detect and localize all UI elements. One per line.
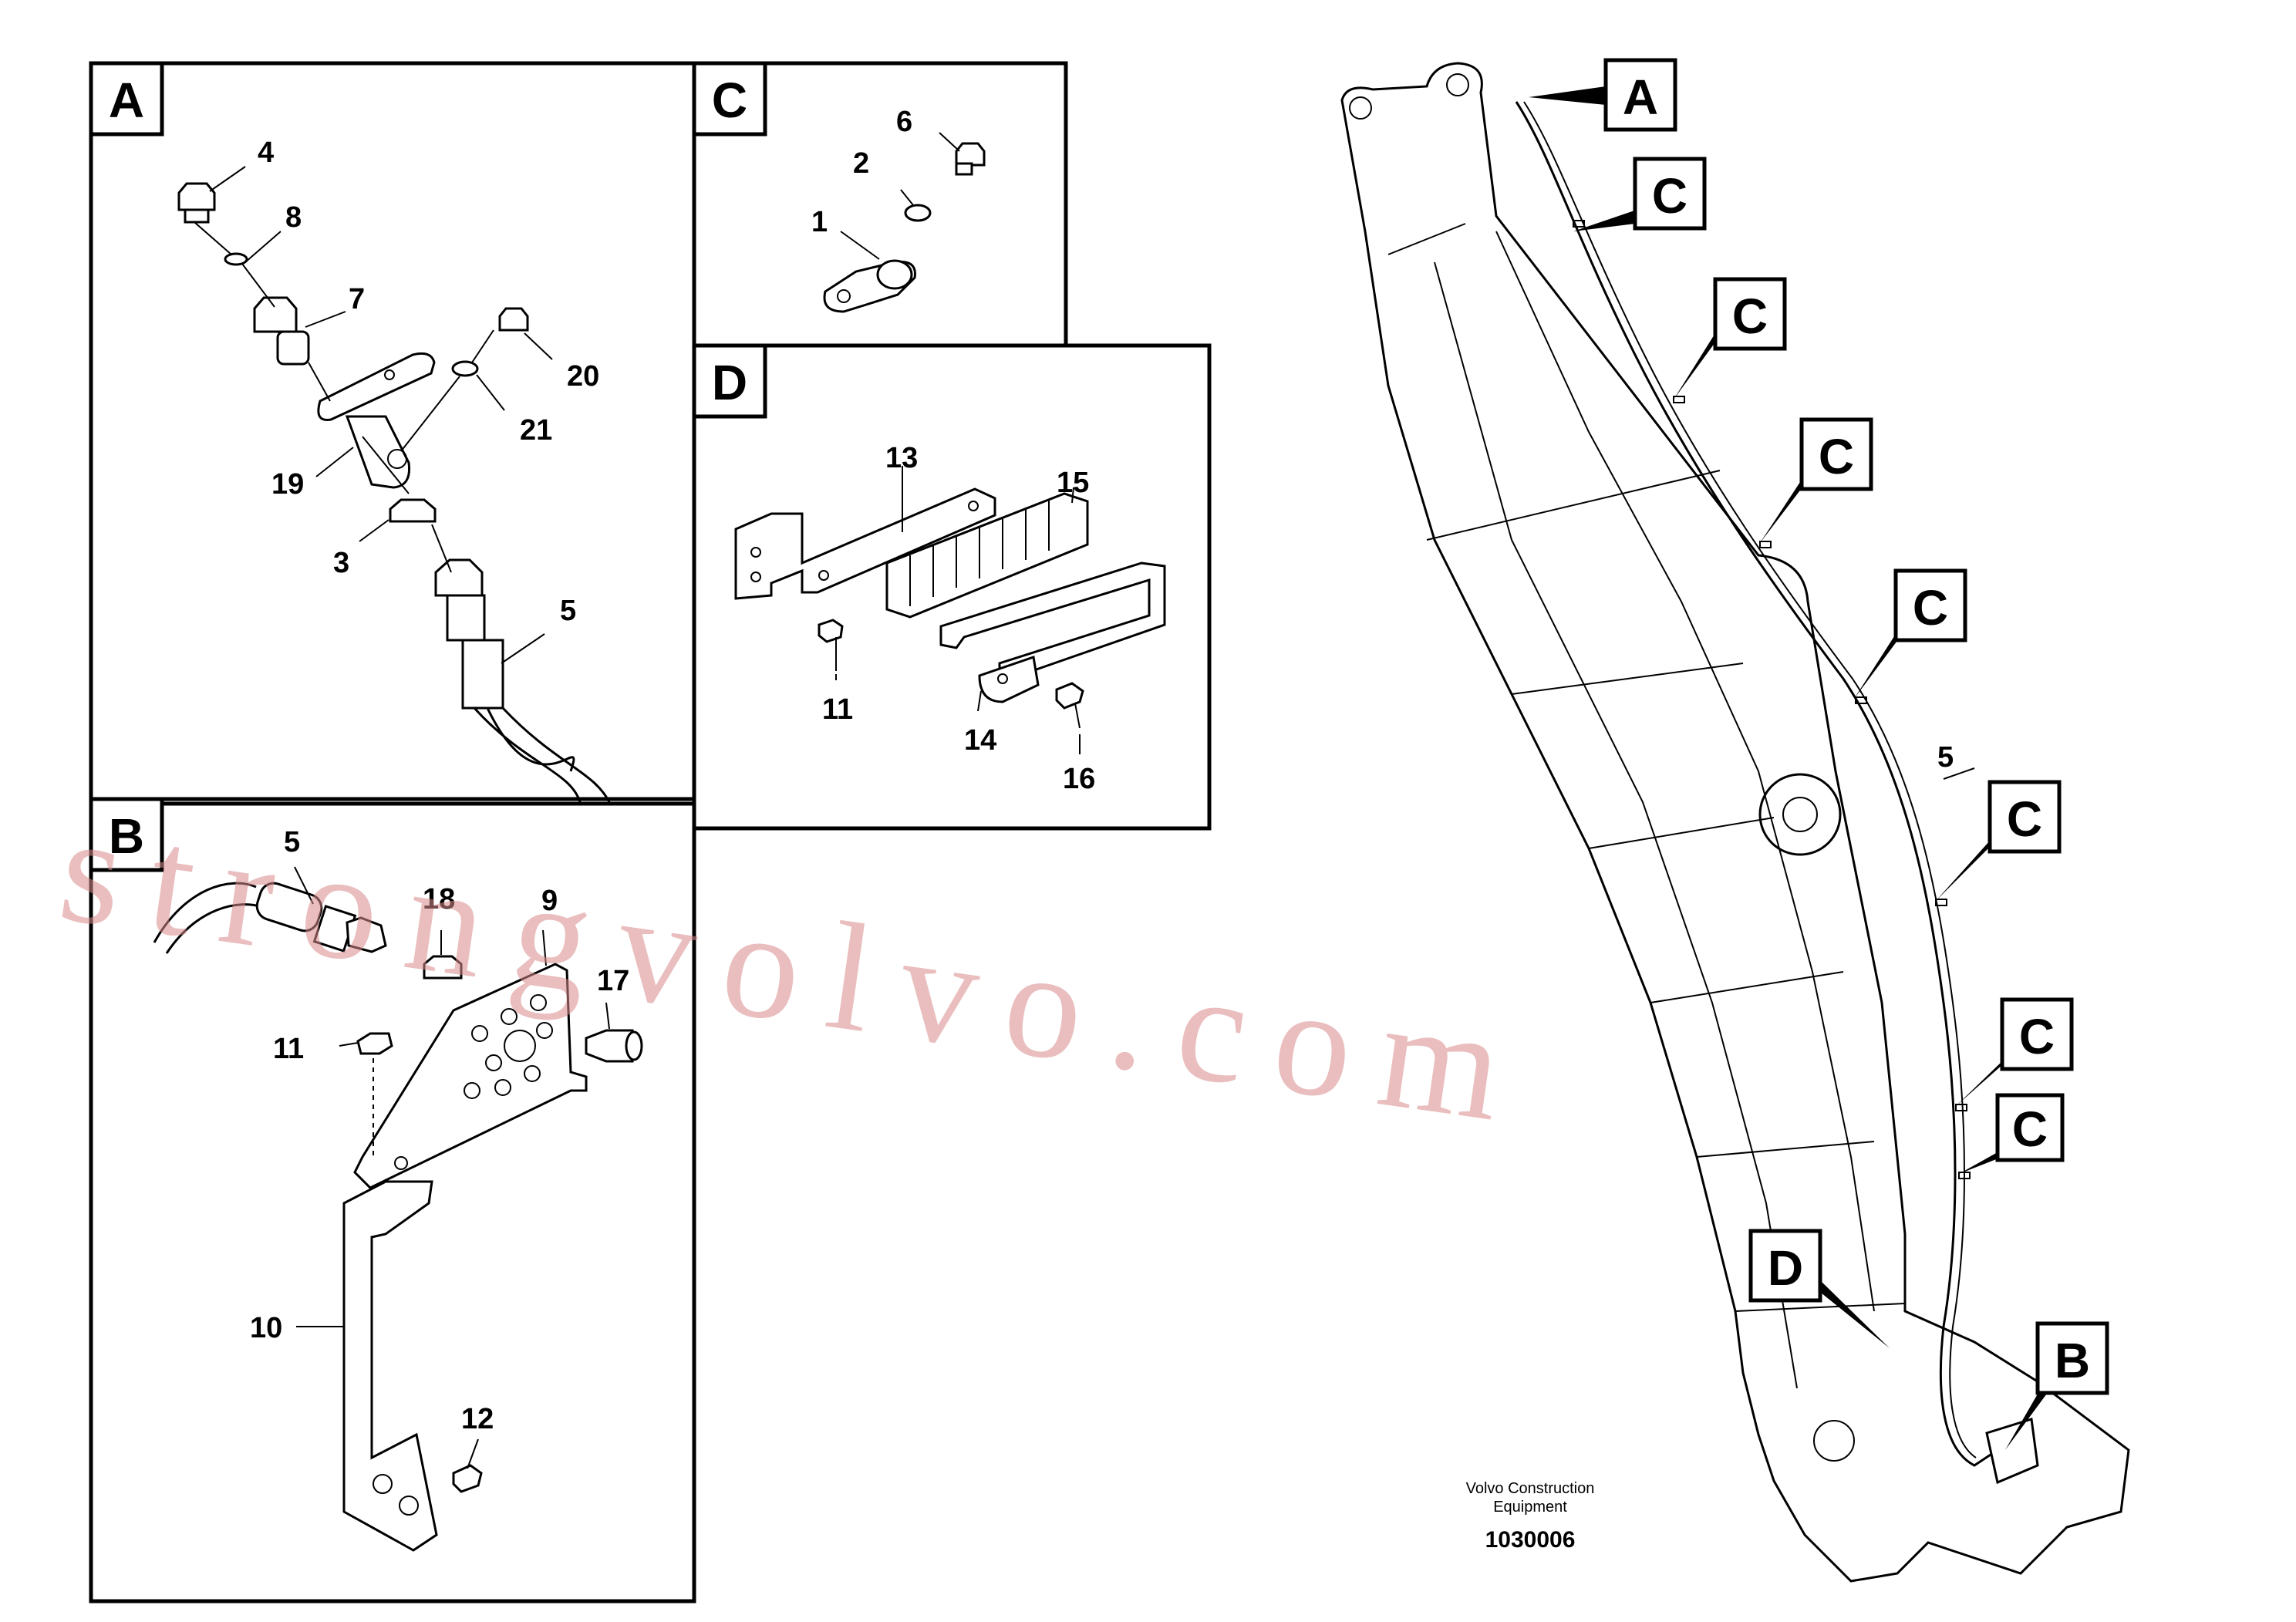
panel-b-label-4: 17 (597, 965, 629, 997)
svg-text:C: C (2019, 1009, 2055, 1064)
panel-d-drawing (734, 466, 1166, 754)
svg-text:B: B (2055, 1333, 2090, 1388)
panel-d-label-4: 14 (964, 724, 996, 757)
panel-b-label-2: 18 (423, 883, 455, 916)
callout-d: D (1748, 1229, 1822, 1303)
panel-b-label-3: 9 (541, 885, 558, 917)
callout-b: B (2035, 1321, 2109, 1395)
panel-d-label-5: 16 (1063, 763, 1095, 795)
panel-b-drawing (153, 866, 643, 1552)
panel-d: D 13 15 11 14 16 (692, 343, 1212, 831)
panel-a-label-8: 5 (560, 595, 576, 627)
callout-c-1: C (1633, 157, 1707, 231)
panel-b-label-5: 11 (273, 1033, 304, 1065)
panel-a-drawing (177, 166, 611, 803)
document-number: 1030006 (1485, 1527, 1576, 1553)
panel-b-letter: B (109, 808, 144, 864)
panel-d-label-3: 11 (822, 693, 853, 726)
panel-a-label-4: 20 (567, 360, 599, 393)
callout-a: A (1603, 58, 1677, 132)
svg-text:C: C (1652, 168, 1687, 224)
caption-line-2: Equipment (1493, 1499, 1567, 1516)
callout-c-2: C (1713, 277, 1787, 351)
svg-text:C: C (1819, 429, 1854, 484)
svg-text:C: C (1913, 580, 1948, 636)
panel-d-label-2: 15 (1057, 467, 1089, 499)
panel-a: A (89, 61, 696, 806)
svg-text:C: C (2007, 791, 2042, 847)
svg-text:A: A (1623, 69, 1658, 125)
panel-b-label-1: 5 (284, 826, 300, 858)
panel-c-drawing (823, 132, 986, 313)
panel-d-label-1: 13 (885, 442, 918, 474)
panel-b: B (89, 797, 696, 1603)
callout-c-5: C (1988, 780, 2062, 854)
panel-a-label-1: 4 (258, 137, 274, 169)
callout-pointers (1529, 86, 2053, 1450)
panel-c-label-1: 6 (896, 106, 912, 138)
panel-c-label-2: 2 (853, 147, 869, 180)
panel-d-letter: D (712, 355, 747, 410)
panel-a-label-2: 8 (285, 201, 302, 234)
watermark-text: strongvolvo.com (51, 783, 1541, 1158)
callout-c-4: C (1893, 568, 1967, 642)
panel-b-label-7: 12 (461, 1403, 494, 1435)
svg-text:D: D (1768, 1240, 1803, 1296)
callout-c-7: C (1995, 1093, 2065, 1162)
boom-overview-drawing (1340, 62, 2130, 1583)
panel-c-letter: C (712, 73, 747, 128)
svg-text:C: C (1732, 288, 1768, 344)
callout-c-6: C (2000, 997, 2074, 1071)
callout-c-8: C (2034, 1128, 2069, 1183)
panel-a-label-5: 21 (520, 414, 552, 447)
caption-line-1: Volvo Construction (1466, 1480, 1595, 1497)
callout-boxes: A C C C C C C C (1603, 58, 2109, 1395)
panel-a-letter: A (109, 73, 144, 128)
panel-a-label-7: 3 (333, 547, 349, 579)
callout-c-3: C (1799, 417, 1873, 491)
overview-part-label: 5 (1937, 741, 1954, 774)
panel-c-label-3: 1 (811, 206, 828, 238)
caption-block: Volvo Construction Equipment 1030006 (1466, 1480, 1595, 1553)
svg-text:C: C (2012, 1101, 2048, 1157)
panel-a-label-3: 7 (349, 283, 365, 315)
panel-c: C 6 2 1 (692, 61, 1068, 348)
panel-a-label-6: 19 (271, 468, 304, 501)
panel-b-label-6: 10 (250, 1312, 282, 1344)
